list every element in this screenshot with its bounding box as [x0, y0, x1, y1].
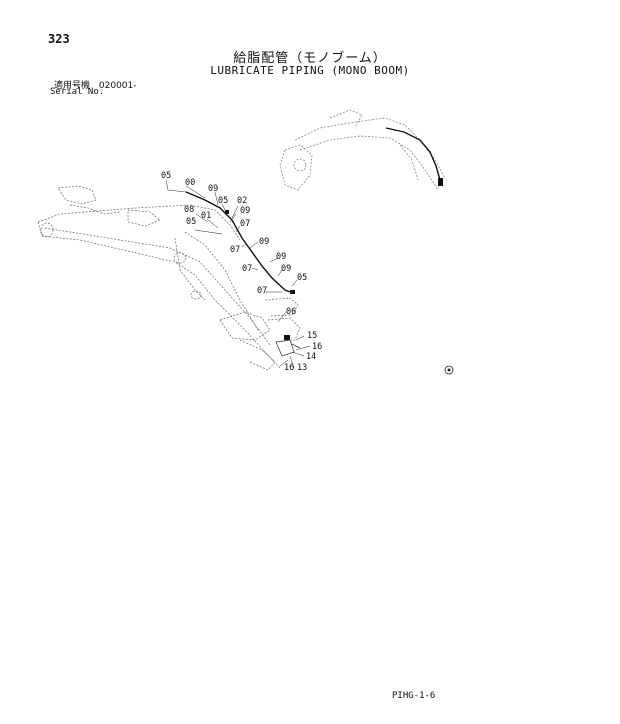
hose-fittings — [225, 178, 443, 340]
page-number: 323 — [48, 32, 70, 46]
circle-marker-icon — [444, 365, 454, 375]
callout-09-a: 09 — [208, 184, 218, 194]
callout-labels: 05 00 09 05 02 08 01 09 05 07 07 09 09 0… — [161, 171, 322, 373]
lubricate-hose — [185, 127, 441, 294]
callout-15: 15 — [307, 331, 317, 341]
leader-lines — [165, 179, 311, 369]
callout-07-a: 07 — [240, 219, 250, 229]
callout-13: 13 — [297, 363, 307, 373]
callout-16-b: 16 — [284, 363, 294, 373]
callout-05-c: 05 — [186, 217, 196, 227]
callout-06: 06 — [286, 307, 296, 317]
title-japanese: 給脂配管（モノブーム） — [233, 51, 387, 66]
callout-08: 08 — [184, 205, 194, 215]
footer-code: PIHG-1-6 — [392, 691, 436, 701]
callout-01: 01 — [201, 211, 211, 221]
serial-label-jp: 適用号機 — [54, 81, 91, 91]
callout-07-b: 07 — [230, 245, 240, 255]
callout-09-b: 09 — [240, 206, 250, 216]
callout-05-a: 05 — [161, 171, 171, 181]
callout-00: 00 — [185, 178, 195, 188]
serial-line: 適用号機 020001- — [54, 78, 137, 91]
callout-09-e: 09 — [281, 264, 291, 274]
callout-07-d: 07 — [257, 286, 267, 296]
callout-14: 14 — [306, 352, 316, 362]
boom-drawing — [37, 185, 301, 371]
bracket-drawing — [275, 339, 301, 357]
callout-02: 02 — [237, 196, 247, 206]
serial-label-en: Serial No. — [50, 87, 105, 97]
callout-09-d: 09 — [276, 252, 286, 262]
title-english: LUBRICATE PIPING (MONO BOOM) — [210, 64, 410, 77]
callout-09-c: 09 — [259, 237, 269, 247]
callout-05-d: 05 — [297, 273, 307, 283]
callout-16-a: 16 — [312, 342, 322, 352]
serial-value: 020001- — [98, 81, 137, 91]
callout-05-b: 05 — [218, 196, 228, 206]
arm-drawing — [279, 109, 446, 191]
callout-07-c: 07 — [242, 264, 252, 274]
